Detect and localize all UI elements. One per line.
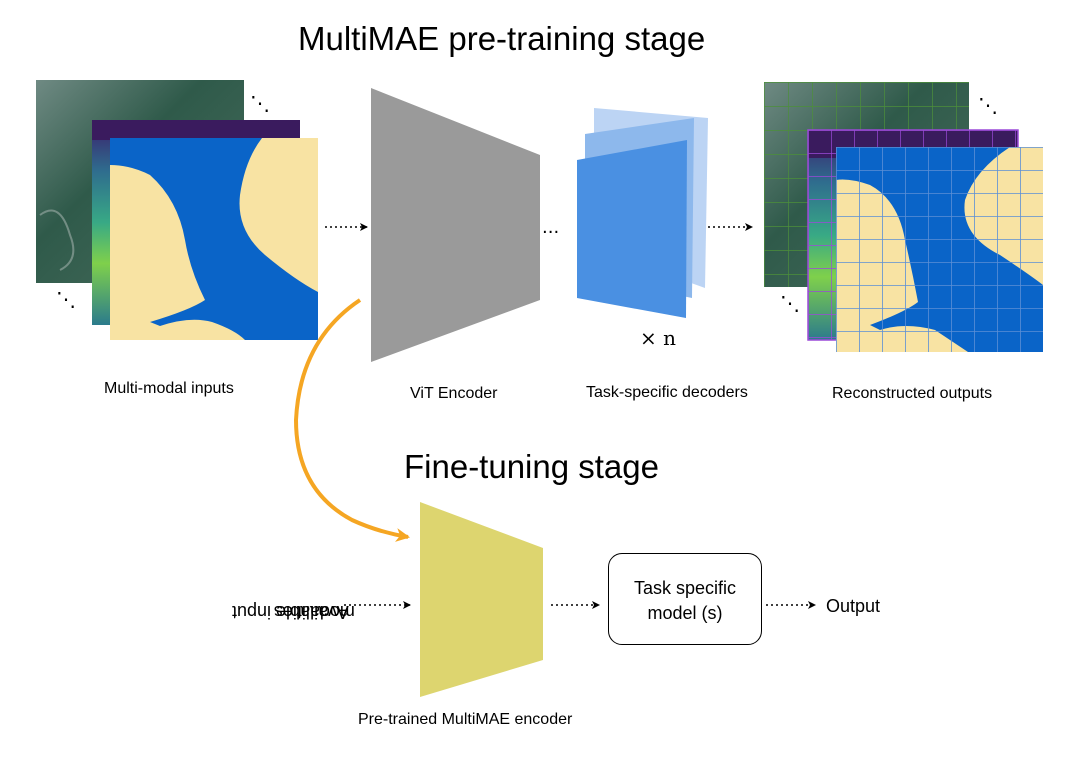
finetuning-title: Fine-tuning stage (404, 448, 659, 485)
input-stack (36, 80, 318, 340)
task-model-line-2: model (s) (647, 603, 723, 623)
pretraining-title: MultiMAE pre-training stage (298, 20, 706, 57)
transfer-arrow (293, 298, 410, 542)
decoder-multiplier: × n (640, 326, 676, 350)
output-label: Output (826, 596, 881, 616)
output-ellipsis-top: ⋱ (978, 93, 998, 117)
encoder-decoder-ellipsis: ··· (542, 222, 559, 243)
inputs-caption: Multi-modal inputs (104, 380, 234, 397)
vit-encoder-shape (371, 88, 540, 362)
input-ellipsis-top: ⋱ (250, 91, 270, 115)
task-specific-model-label: Task specific model (s) (608, 576, 762, 626)
water-mask-output (836, 147, 1043, 352)
task-model-line-1: Task specific (633, 578, 737, 598)
output-ellipsis-bottom: ⋱ (780, 291, 800, 315)
outputs-caption: Reconstructed outputs (832, 385, 993, 402)
decoders-caption: Task-specific decoders (586, 384, 748, 401)
pretrained-encoder-caption: Pre-trained MultiMAE encoder (358, 711, 573, 728)
output-stack (764, 82, 1043, 352)
water-mask-input (110, 138, 318, 340)
input-ellipsis-bottom: ⋱ (56, 287, 76, 311)
pretrained-encoder-shape (420, 502, 543, 697)
modalities-line-2: modalities (273, 602, 355, 622)
decoder-stack (577, 108, 708, 318)
task-specific-model-box (608, 553, 762, 645)
encoder-caption: ViT Encoder (410, 385, 498, 402)
